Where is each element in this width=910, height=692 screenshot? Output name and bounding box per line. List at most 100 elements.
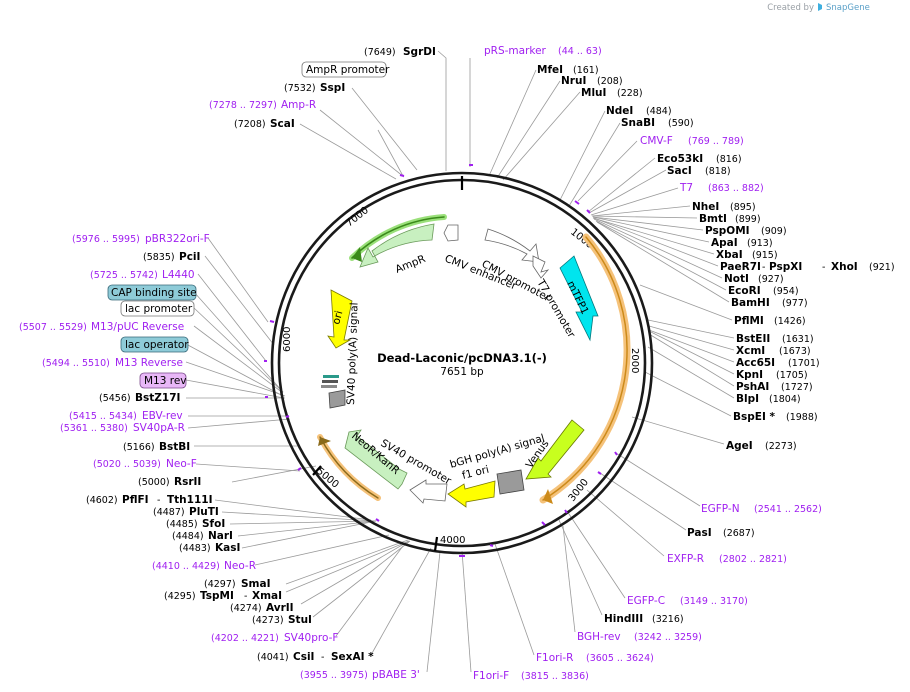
ndei-pos: (484)	[646, 106, 672, 117]
ori-arrow	[327, 289, 353, 349]
primer-marks	[264, 164, 618, 557]
l4440-pos: (5725 .. 5742)	[90, 270, 158, 281]
mtfp1-arrow	[559, 255, 599, 342]
svg-text:-: -	[321, 652, 324, 663]
tspmi-label: TspMI	[200, 590, 234, 602]
pluti-pos: (4487)	[153, 507, 185, 518]
cmvf-label: CMV-F	[640, 135, 673, 147]
bgh-polya-box	[496, 469, 525, 495]
neor-arrow	[344, 429, 408, 490]
neor-primer-pos: (4410 .. 4429)	[152, 561, 220, 572]
bstbi-label: BstBI	[159, 441, 190, 453]
rsrii-label: RsrII	[174, 476, 201, 488]
nari-label: NarI	[208, 530, 233, 542]
nhei-pos: (895)	[730, 202, 756, 213]
lac-promoter-label: lac promoter	[125, 303, 193, 315]
xhoi-pos: (921)	[869, 262, 895, 273]
scai-label: ScaI	[270, 118, 295, 130]
ampr-arrow	[359, 223, 435, 268]
ebvrev-label: EBV-rev	[142, 410, 183, 422]
pflfi-pos: (4602)	[86, 495, 118, 506]
bstz17i-label: BstZ17I	[135, 392, 180, 404]
m13puc-pos: (5507 .. 5529)	[19, 322, 87, 333]
m13reverse-pos: (5494 .. 5510)	[42, 358, 110, 369]
label-leader-lines	[185, 50, 735, 673]
rsrii-pos: (5000)	[138, 477, 170, 488]
bstbi-pos: (5166)	[123, 442, 155, 453]
lac-operator-label: lac operator	[125, 339, 189, 351]
sgrdi-label: SgrDI	[403, 46, 436, 58]
sv40prof-pos: (4202 .. 4221)	[211, 633, 279, 644]
svg-text:-: -	[244, 591, 247, 602]
sv40-promoter-arrow	[409, 479, 448, 504]
xbai-label: XbaI	[716, 249, 743, 261]
eco53ki-pos: (816)	[716, 154, 742, 165]
m13puc-label: M13/pUC Reverse	[91, 321, 184, 333]
ori-label: ori	[330, 309, 345, 325]
scai-pos: (7208)	[234, 119, 266, 130]
stui-pos: (4273)	[252, 615, 284, 626]
plasmid-length: 7651 bp	[440, 366, 484, 378]
sgrdi-pos: (7649)	[364, 47, 396, 58]
svg-text:-: -	[157, 495, 160, 506]
csii-label: CsiI	[293, 651, 314, 663]
plasmid-name: Dead-Laconic/pcDNA3.1(-)	[377, 351, 547, 365]
bmti-label: BmtI	[699, 213, 727, 225]
noti-pos: (927)	[758, 274, 784, 285]
blpi-label: BlpI	[736, 393, 759, 405]
bsteii-pos: (1631)	[782, 334, 814, 345]
xcmi-label: XcmI	[736, 345, 765, 357]
pasi-label: PasI	[687, 527, 712, 539]
saci-pos: (818)	[705, 166, 731, 177]
l4440-label: L4440	[162, 269, 195, 281]
lac-operator-mark	[323, 375, 339, 378]
bamhi-pos: (977)	[782, 298, 808, 309]
csii-pos: (4041)	[257, 652, 289, 663]
kasi-pos: (4483)	[179, 543, 211, 554]
bamhi-label: BamHI	[731, 297, 770, 309]
ebvrev-pos: (5415 .. 5434)	[69, 411, 137, 422]
stui-label: StuI	[288, 614, 312, 626]
acc65i-label: Acc65I	[736, 357, 775, 369]
tick-2000: 2000	[629, 348, 640, 373]
feature-arrows	[321, 223, 599, 508]
pspomi-label: PspOMI	[705, 225, 750, 237]
mlui-label: MluI	[581, 87, 606, 99]
xcmi-pos: (1673)	[779, 346, 811, 357]
tspmi-pos: (4295)	[164, 591, 196, 602]
svg-text:-: -	[762, 262, 765, 273]
eco53ki-label: Eco53kI	[657, 153, 703, 165]
m13-rev-box	[139, 372, 187, 389]
pbr-label: pBR322ori-F	[145, 233, 210, 245]
pluti-label: PluTI	[189, 506, 219, 518]
pspxi-label: PspXI	[769, 261, 802, 273]
created-by-text: Created by	[767, 3, 814, 13]
f1orir-label: F1ori-R	[536, 652, 573, 664]
tick-6000: 6000	[282, 327, 293, 352]
paer7i-label: PaeR7I	[720, 261, 761, 273]
agei-pos: (2273)	[765, 441, 797, 452]
f1orif-label: F1ori-F	[473, 670, 509, 682]
snabi-pos: (590)	[668, 118, 694, 129]
f1orir-pos: (3605 .. 3624)	[586, 653, 654, 664]
bspei-label: BspEI *	[733, 411, 776, 423]
sspi-label: SspI	[320, 82, 345, 94]
sfoi-pos: (4485)	[166, 519, 198, 530]
bstz17i-pos: (5456)	[99, 393, 131, 404]
kasi-label: KasI	[215, 542, 240, 554]
pbr-pos: (5976 .. 5995)	[72, 234, 140, 245]
sfoi-label: SfoI	[202, 518, 225, 530]
sv40par-label: SV40pA-R	[133, 422, 185, 434]
ampr-primer-pos: (7278 .. 7297)	[209, 100, 277, 111]
t7-label: T7	[679, 182, 693, 194]
prs-marker-pos: (44 .. 63)	[558, 46, 602, 57]
pflmi-pos: (1426)	[774, 316, 806, 327]
sexai-label: SexAI *	[331, 651, 374, 663]
bghrev-label: BGH-rev	[577, 631, 621, 643]
lac-operator-box	[120, 336, 189, 353]
snabi-label: SnaBI	[621, 117, 655, 129]
f1-ori-arrow	[447, 480, 496, 508]
f1orif-pos: (3815 .. 3836)	[521, 671, 589, 682]
